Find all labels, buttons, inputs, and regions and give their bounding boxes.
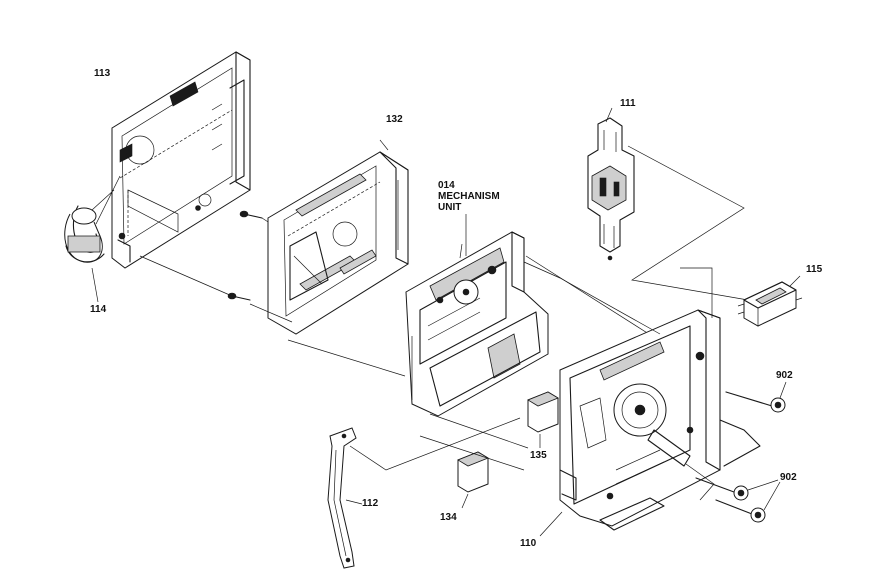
callout-110: 110 [520,538,537,549]
callout-115: 115 [806,264,823,275]
leader-screw-lower [139,255,233,297]
leader-mechanism-to-chassis [523,261,661,335]
part-115-connector [737,281,803,327]
callout-111: 111 [620,98,636,109]
callout-134: 134 [440,512,457,523]
part-132-shield-plate [267,139,409,335]
callout-014-mechanism-unit: 014 MECHANISM UNIT [438,180,528,213]
leader-134 [461,493,469,509]
part-113-rear-frame [111,51,251,269]
leader-014-to-110-lower [429,413,529,449]
leader-110 [539,511,563,537]
callout-902-upper: 902 [776,370,793,381]
leader-132-to-mechanism [287,339,406,377]
callout-113: 113 [94,68,111,79]
part-111-bracket [587,117,635,261]
part-902-screw-lower-a [695,477,749,501]
leader-111 [605,107,613,123]
screw-upper [239,210,263,219]
callout-014-text: 014 MECHANISM UNIT [438,180,500,213]
part-110-main-chassis [559,309,761,531]
leader-111-to-115 [627,145,749,301]
leader-lower-screw-to-132 [249,303,293,323]
leader-112-to-chassis [349,417,525,471]
part-902-screw-lower-b [715,499,766,523]
leader-115 [789,275,801,287]
callout-112: 112 [362,498,379,509]
part-135-block [527,391,559,433]
leader-112 [345,499,363,505]
part-014-mechanism-unit [405,231,549,417]
leader-014-to-110-upper [525,255,653,337]
screw-lower [227,292,251,301]
callout-114: 114 [90,304,107,315]
leader-115-to-chassis [680,267,713,318]
callout-902-lower: 902 [780,472,797,483]
part-114-strap [64,175,121,303]
callout-135: 135 [530,450,547,461]
callout-132: 132 [386,114,403,125]
leader-902-upper [779,381,787,399]
part-134-block [457,451,489,493]
part-112-lever [327,427,357,569]
part-902-screw-upper [725,391,786,413]
leader-902-lower [747,479,781,511]
